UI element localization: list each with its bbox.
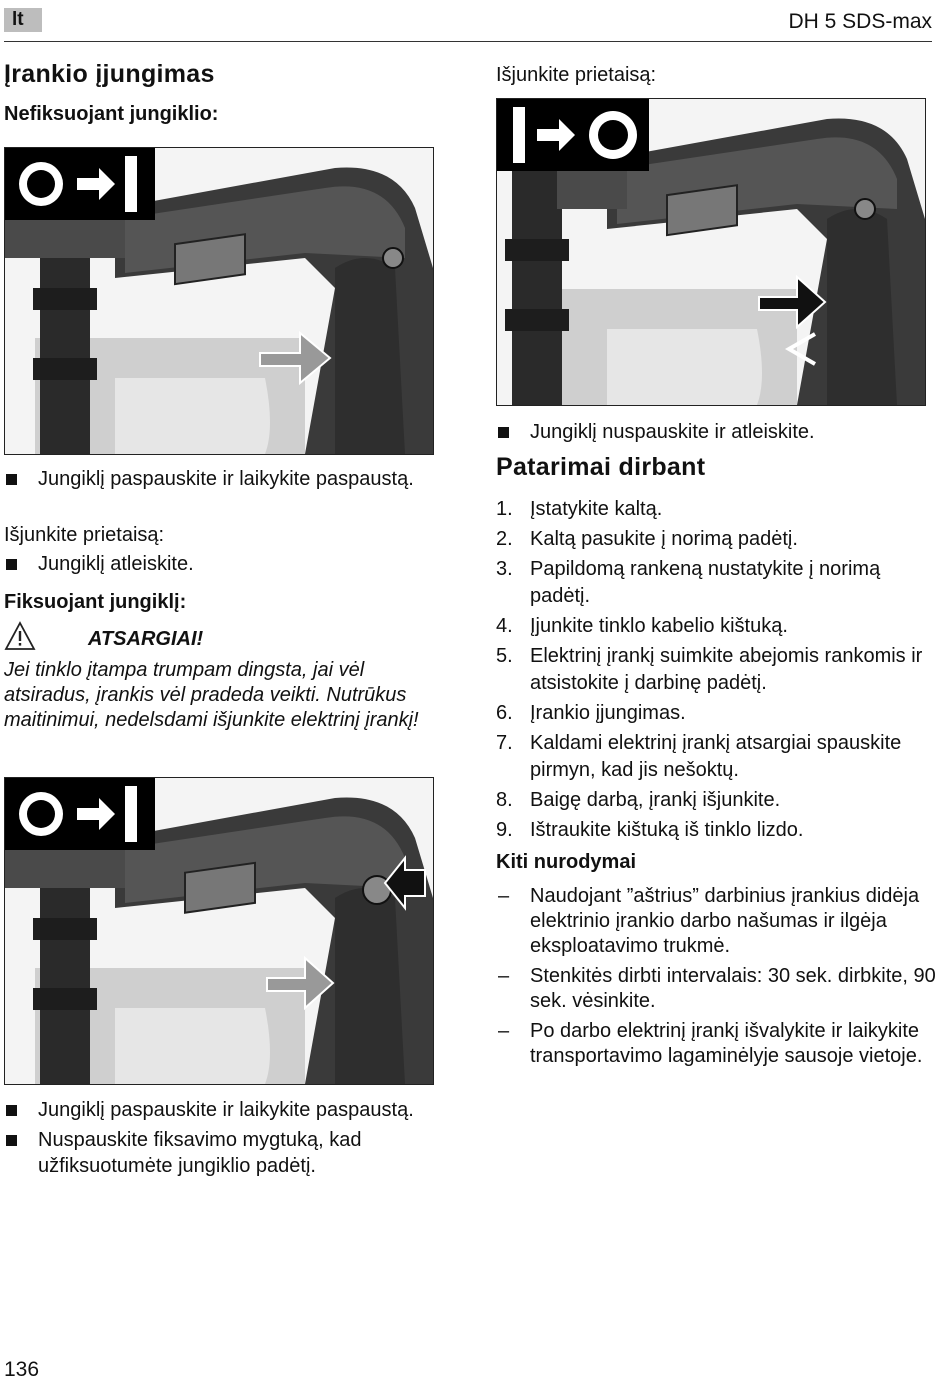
- work-steps-list: 1.Įstatykite kaltą. 2.Kaltą pasukite į n…: [496, 496, 936, 844]
- list-item: 9.Ištraukite kištuką iš tinklo lizdo.: [496, 819, 804, 841]
- list-item: Nuspauskite fiksavimo mygtuką, kad užfik…: [4, 1127, 434, 1179]
- model-name: DH 5 SDS-max: [788, 10, 932, 33]
- list-item: 6.Įrankio įjungimas.: [496, 702, 686, 724]
- header-rule: [4, 41, 932, 42]
- list-item: 3.Papildomą rankeną nustatykite į norimą…: [496, 558, 881, 607]
- language-badge: lt: [4, 8, 42, 32]
- page-number: 136: [4, 1358, 40, 1381]
- figure-switch-on: [4, 147, 434, 455]
- subheading-without-lock: Nefiksuojant jungiklio:: [4, 103, 219, 125]
- list-item: 4.Įjunkite tinklo kabelio kištuką.: [496, 615, 788, 637]
- switch-off-label-right: Išjunkite prietaisą:: [496, 64, 657, 86]
- list-item: –Naudojant ”aštrius” darbinius įrankius …: [498, 885, 920, 957]
- list-item: 7.Kaldami elektrinį įrankį atsargiai spa…: [496, 732, 902, 781]
- figure-switch-off: [496, 98, 926, 406]
- bullet-square-icon: [6, 1105, 17, 1116]
- right-list-1: Jungiklį nuspauskite ir atleiskite.: [496, 419, 936, 445]
- section-title-work-tips: Patarimai dirbant: [496, 453, 706, 481]
- list-item: Jungiklį nuspauskite ir atleiskite.: [496, 419, 936, 445]
- list-item: Jungiklį paspauskite ir laikykite paspau…: [4, 1097, 434, 1123]
- switch-off-label: Išjunkite prietaisą:: [4, 524, 165, 546]
- list-item: Jungiklį atleiskite.: [4, 551, 434, 577]
- left-list-1: Jungiklį paspauskite ir laikykite paspau…: [4, 466, 434, 492]
- subheading-other-notes: Kiti nurodymai: [496, 851, 637, 873]
- bullet-square-icon: [6, 474, 17, 485]
- list-item: 5.Elektrinį įrankį suimkite abejomis ran…: [496, 645, 923, 694]
- warning-title: ATSARGIAI!: [88, 628, 204, 650]
- warning-text: Jei tinklo įtampa trumpam dingsta, jai v…: [4, 659, 419, 731]
- notes-list: –Naudojant ”aštrius” darbinius įrankius …: [496, 884, 936, 1069]
- list-item: Jungiklį paspauskite ir laikykite paspau…: [4, 466, 434, 492]
- left-list-2: Jungiklį atleiskite.: [4, 551, 434, 577]
- subheading-with-lock: Fiksuojant jungiklį:: [4, 591, 187, 613]
- list-item: –Po darbo elektrinį įrankį išvalykite ir…: [498, 1020, 923, 1067]
- list-item: 1.Įstatykite kaltą.: [496, 498, 663, 520]
- figure-switch-lock: [4, 777, 434, 1085]
- left-list-3: Jungiklį paspauskite ir laikykite paspau…: [4, 1097, 434, 1179]
- warning-triangle-icon: [4, 621, 36, 651]
- list-item: –Stenkitės dirbti intervalais: 30 sek. d…: [498, 965, 936, 1012]
- section-title-switching-on: Įrankio įjungimas: [4, 60, 215, 88]
- list-item: 2.Kaltą pasukite į norimą padėtį.: [496, 528, 798, 550]
- list-item: 8.Baigę darbą, įrankį išjunkite.: [496, 789, 781, 811]
- bullet-square-icon: [6, 1135, 17, 1146]
- bullet-square-icon: [6, 559, 17, 570]
- bullet-square-icon: [498, 427, 509, 438]
